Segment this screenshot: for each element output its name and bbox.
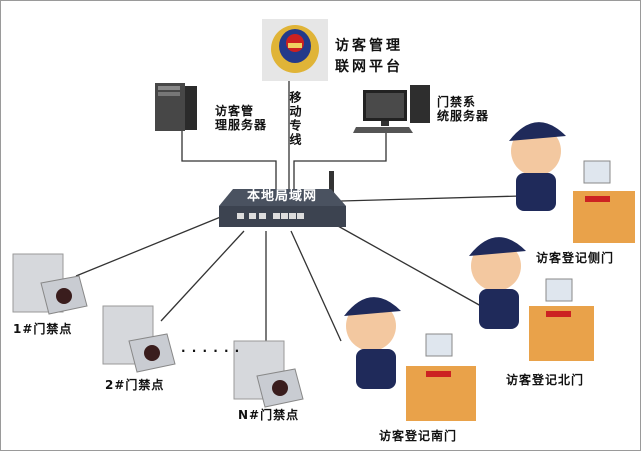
line-north	[328, 220, 482, 307]
visitor-server-label-line1: 访客管	[215, 104, 255, 118]
visitor-server-label: 访客管理服务器	[215, 104, 267, 132]
desk-side-label: 访客登记侧门	[536, 251, 615, 265]
access-server-label-line2: 统服务器	[437, 109, 490, 123]
visitor-server-icon	[155, 83, 197, 131]
mobile-link-label: 移动专线	[288, 91, 302, 147]
lan-label: 本地局域网	[247, 189, 318, 204]
access-device-1	[12, 253, 88, 315]
router-icon	[219, 171, 346, 227]
ellipsis: · · · · · ·	[181, 344, 241, 358]
access-device-2	[102, 305, 176, 373]
platform-label: 访客管理联网平台	[335, 36, 403, 78]
access-point-1-label: 1#门禁点	[13, 322, 73, 336]
platform-label-line1: 访客管理	[335, 38, 403, 54]
line-ap2	[160, 230, 245, 322]
line-side	[340, 195, 522, 202]
police-badge-logo	[262, 19, 328, 81]
access-point-n-label: N#门禁点	[238, 408, 300, 422]
connection-lines	[75, 81, 522, 342]
access-server-icon	[353, 85, 430, 133]
desk-north-label: 访客登记北门	[506, 373, 585, 387]
desk-north	[469, 237, 594, 361]
access-server-label-line1: 门禁系	[437, 95, 477, 109]
desk-south-label: 访客登记南门	[379, 429, 458, 443]
desk-south	[344, 297, 476, 421]
line-access-server	[293, 131, 387, 193]
access-device-n	[233, 340, 304, 408]
access-server-label: 门禁系统服务器	[437, 95, 489, 123]
platform-label-line2: 联网平台	[335, 59, 403, 75]
desk-side	[509, 122, 635, 243]
line-visitor-server	[181, 126, 277, 193]
visitor-server-label-line2: 理服务器	[215, 118, 268, 132]
line-south	[290, 230, 342, 342]
access-point-2-label: 2#门禁点	[105, 378, 165, 392]
line-ap1	[75, 215, 224, 277]
